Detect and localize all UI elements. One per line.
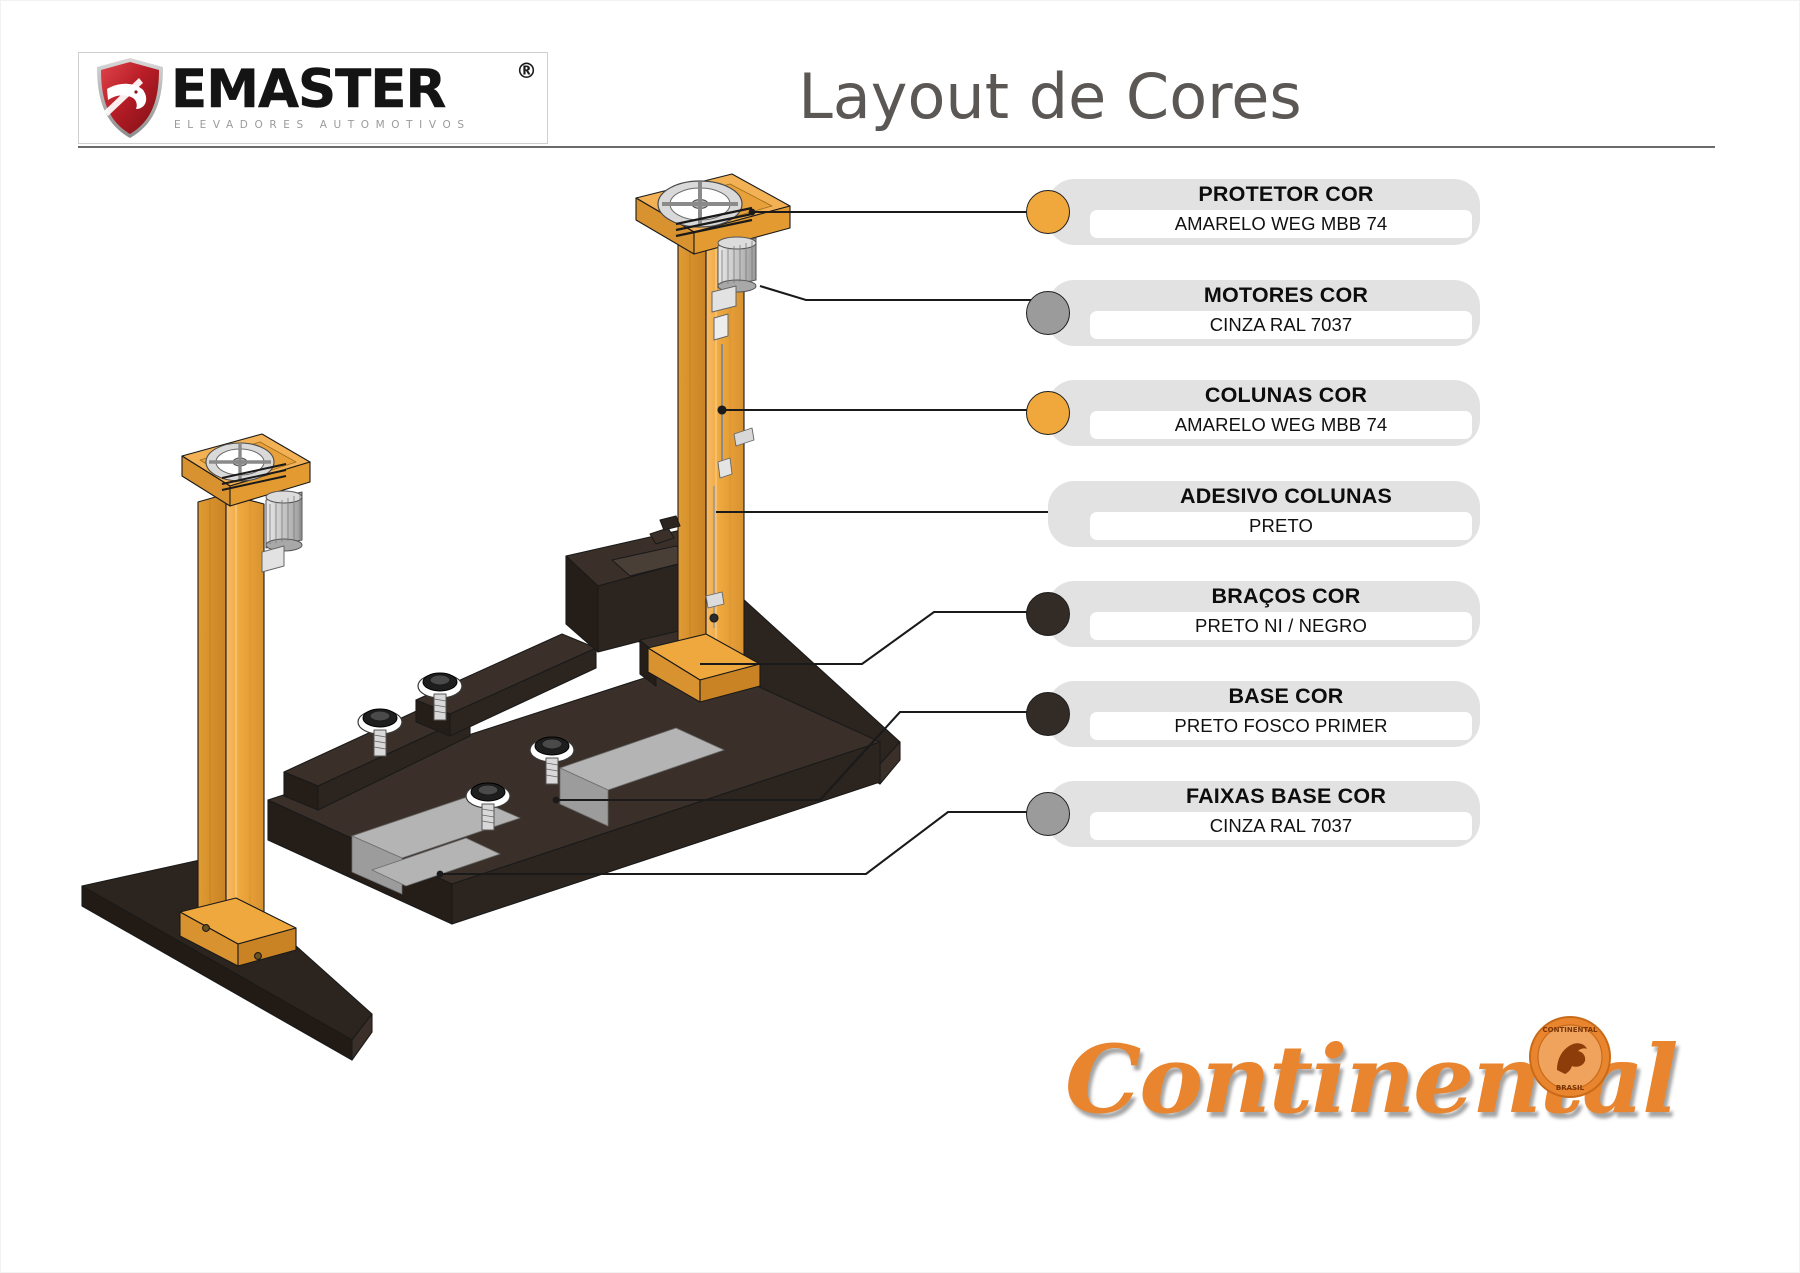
leader-anchor-dots bbox=[436, 208, 756, 878]
card-value-box-faixas-base: CINZA RAL 7037 bbox=[1090, 812, 1472, 840]
card-title-protetor: PROTETOR COR bbox=[1198, 182, 1374, 206]
swatch-bracos bbox=[1026, 592, 1070, 636]
card-title-colunas: COLUNAS COR bbox=[1204, 383, 1368, 407]
card-bracos: BRAÇOS COR PRETO NI / NEGRO bbox=[1048, 581, 1480, 647]
card-title-motores: MOTORES COR bbox=[1203, 283, 1369, 307]
legend-item-motores[interactable]: MOTORES COR CINZA RAL 7037 bbox=[1026, 280, 1480, 346]
header-divider bbox=[78, 146, 1715, 148]
card-value-protetor: AMARELO WEG MBB 74 bbox=[1174, 213, 1388, 234]
registered-mark: ® bbox=[516, 59, 537, 83]
card-faixas-base: FAIXAS BASE COR CINZA RAL 7037 bbox=[1048, 781, 1480, 847]
swatch-colunas bbox=[1026, 391, 1070, 435]
card-value-base: PRETO FOSCO PRIMER bbox=[1174, 715, 1388, 736]
svg-text:CONTINENTAL: CONTINENTAL bbox=[1543, 1026, 1598, 1034]
card-value-box-protetor: AMARELO WEG MBB 74 bbox=[1090, 210, 1472, 238]
card-protetor: PROTETOR COR AMARELO WEG MBB 74 bbox=[1048, 179, 1480, 245]
card-adesivo-colunas: ADESIVO COLUNAS PRETO bbox=[1048, 481, 1480, 547]
card-value-bracos: PRETO NI / NEGRO bbox=[1195, 615, 1367, 636]
card-value-box-colunas: AMARELO WEG MBB 74 bbox=[1090, 411, 1472, 439]
legend-item-colunas[interactable]: COLUNAS COR AMARELO WEG MBB 74 bbox=[1026, 380, 1480, 446]
card-base: BASE COR PRETO FOSCO PRIMER bbox=[1048, 681, 1480, 747]
card-colunas: COLUNAS COR AMARELO WEG MBB 74 bbox=[1048, 380, 1480, 446]
emaster-logo: EMASTER ELEVADORES AUTOMOTIVOS ® bbox=[78, 52, 548, 144]
rhino-shield-icon bbox=[91, 56, 169, 140]
emaster-wordmark: EMASTER ELEVADORES AUTOMOTIVOS bbox=[171, 58, 547, 132]
swatch-faixas-base bbox=[1026, 792, 1070, 836]
card-title-base: BASE COR bbox=[1228, 684, 1344, 708]
legend-item-base[interactable]: BASE COR PRETO FOSCO PRIMER bbox=[1026, 681, 1480, 747]
card-value-faixas-base: CINZA RAL 7037 bbox=[1209, 815, 1353, 836]
continental-logo: Continental CONTINENTAL BRASIL bbox=[1065, 1016, 1679, 1150]
brand-tagline: ELEVADORES AUTOMOTIVOS bbox=[174, 119, 471, 132]
continental-horse-emblem-icon: CONTINENTAL BRASIL bbox=[1529, 1016, 1611, 1098]
legend-item-bracos[interactable]: BRAÇOS COR PRETO NI / NEGRO bbox=[1026, 581, 1480, 647]
legend-item-protetor[interactable]: PROTETOR COR AMARELO WEG MBB 74 bbox=[1026, 179, 1480, 245]
swatch-protetor bbox=[1026, 190, 1070, 234]
legend-item-faixas-base[interactable]: FAIXAS BASE COR CINZA RAL 7037 bbox=[1026, 781, 1480, 847]
card-value-box-adesivo-colunas: PRETO bbox=[1090, 512, 1472, 540]
svg-text:BRASIL: BRASIL bbox=[1556, 1084, 1585, 1092]
card-value-box-motores: CINZA RAL 7037 bbox=[1090, 311, 1472, 339]
leader-lines bbox=[440, 210, 1058, 876]
card-value-motores: CINZA RAL 7037 bbox=[1209, 314, 1353, 335]
card-motores: MOTORES COR CINZA RAL 7037 bbox=[1048, 280, 1480, 346]
swatch-base bbox=[1026, 692, 1070, 736]
card-value-adesivo-colunas: PRETO bbox=[1249, 515, 1313, 536]
card-title-bracos: BRAÇOS COR bbox=[1211, 584, 1361, 608]
card-title-faixas-base: FAIXAS BASE COR bbox=[1185, 784, 1387, 808]
card-value-box-bracos: PRETO NI / NEGRO bbox=[1090, 612, 1472, 640]
page-title: Layout de Cores bbox=[798, 60, 1302, 133]
card-value-box-base: PRETO FOSCO PRIMER bbox=[1090, 712, 1472, 740]
card-value-colunas: AMARELO WEG MBB 74 bbox=[1174, 414, 1388, 435]
brand-name: EMASTER bbox=[171, 58, 447, 120]
card-title-adesivo-colunas: ADESIVO COLUNAS bbox=[1179, 484, 1393, 508]
legend-item-adesivo-colunas[interactable]: ADESIVO COLUNAS PRETO bbox=[1026, 481, 1480, 547]
swatch-motores bbox=[1026, 291, 1070, 335]
